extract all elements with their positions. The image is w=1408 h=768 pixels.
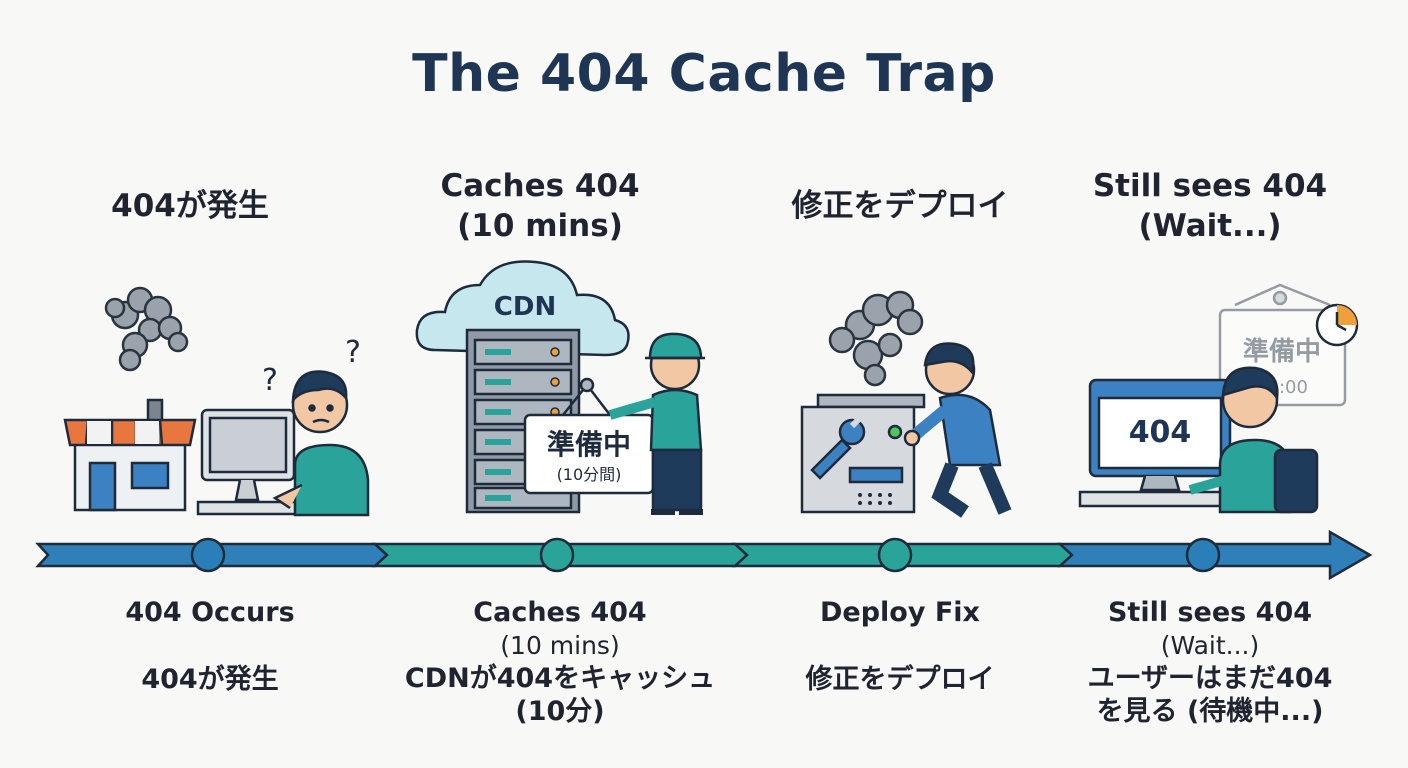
technician-icon [903,342,1012,518]
stage4-bottom-en-2: (Wait...) [1160,631,1260,660]
machine-icon [800,393,926,514]
screen-404-text: 404 [1129,415,1192,450]
stage1-illustration: ?? [63,286,370,517]
stage3-bottom-en: Deploy Fix [820,597,980,628]
stage4-illustration: 準備中 15:00 404 [1078,283,1359,514]
stage4-bottom-label: Still sees 404 (Wait...) ユーザーはまだ404 を見る … [1055,596,1365,728]
stage2-bottom-en-2: (10 mins) [500,631,620,660]
timeline-node-2 [539,537,575,573]
smoke-icon [104,286,189,372]
monitor-icon [1078,378,1252,508]
sign-hook-icon [579,377,595,393]
timeline-node-1 [190,537,226,573]
stage3-bottom-label: Deploy Fix 修正をデプロイ [750,596,1050,696]
stage4-bottom-jp-1: ユーザーはまだ404 [1087,663,1333,694]
stage4-bottom-en: Still sees 404 [1107,597,1313,628]
sign-sub-text: (10分間) [557,465,622,484]
stage4-top-line2: (Wait...) [1138,208,1282,244]
worker-icon [608,332,705,515]
svg-text:?: ? [262,363,278,398]
sign-main-text: 準備中 [547,428,631,461]
stage2-bottom-en: Caches 404 [473,597,647,628]
stage2-top-line1: Caches 404 [440,168,640,204]
stage2-bottom-jp-1: CDNが404をキャッシュ [404,663,716,694]
stage2-illustration: CDN 準備中 (10分間) [415,260,705,515]
faded-sign-main: 準備中 [1243,336,1321,367]
confused-user-icon [272,370,370,517]
stage1-top-label: 404が発生 [111,188,269,224]
stage4-top-line1: Still sees 404 [1092,168,1328,204]
stage1-bottom-jp: 404が発生 [141,664,279,695]
stage3-top-label: 修正をデプロイ [791,188,1009,224]
steam-icon [828,290,924,387]
timeline-node-4 [1185,537,1221,573]
waiting-user-icon [1188,366,1319,514]
stage2-top-label: Caches 404 (10 mins) [390,166,690,246]
question-mark-icon: ?? [262,335,361,398]
stage3-illustration [800,290,1012,518]
stage4-top-label: Still sees 404 (Wait...) [1060,166,1360,246]
stage2-top-line2: (10 mins) [457,208,623,244]
stage3-bottom-jp: 修正をデプロイ [805,664,995,695]
stage2-bottom-jp-2: (10分) [515,696,605,727]
shop-icon [63,418,197,512]
svg-text:?: ? [345,335,361,370]
stage1-bottom-en: 404 Occurs [125,597,295,628]
wrench-icon [810,415,866,480]
stage2-bottom-label: Caches 404 (10 mins) CDNが404をキャッシュ (10分) [370,596,750,728]
cdn-label: CDN [494,292,556,322]
clock-icon [1315,303,1359,347]
stage1-bottom-label: 404 Occurs 404が発生 [60,596,360,696]
timeline-node-3 [877,537,913,573]
timeline-arrow [35,529,1373,581]
stage4-bottom-jp-2: を見る (待機中...) [1096,696,1324,727]
page-title: The 404 Cache Trap [412,44,996,104]
